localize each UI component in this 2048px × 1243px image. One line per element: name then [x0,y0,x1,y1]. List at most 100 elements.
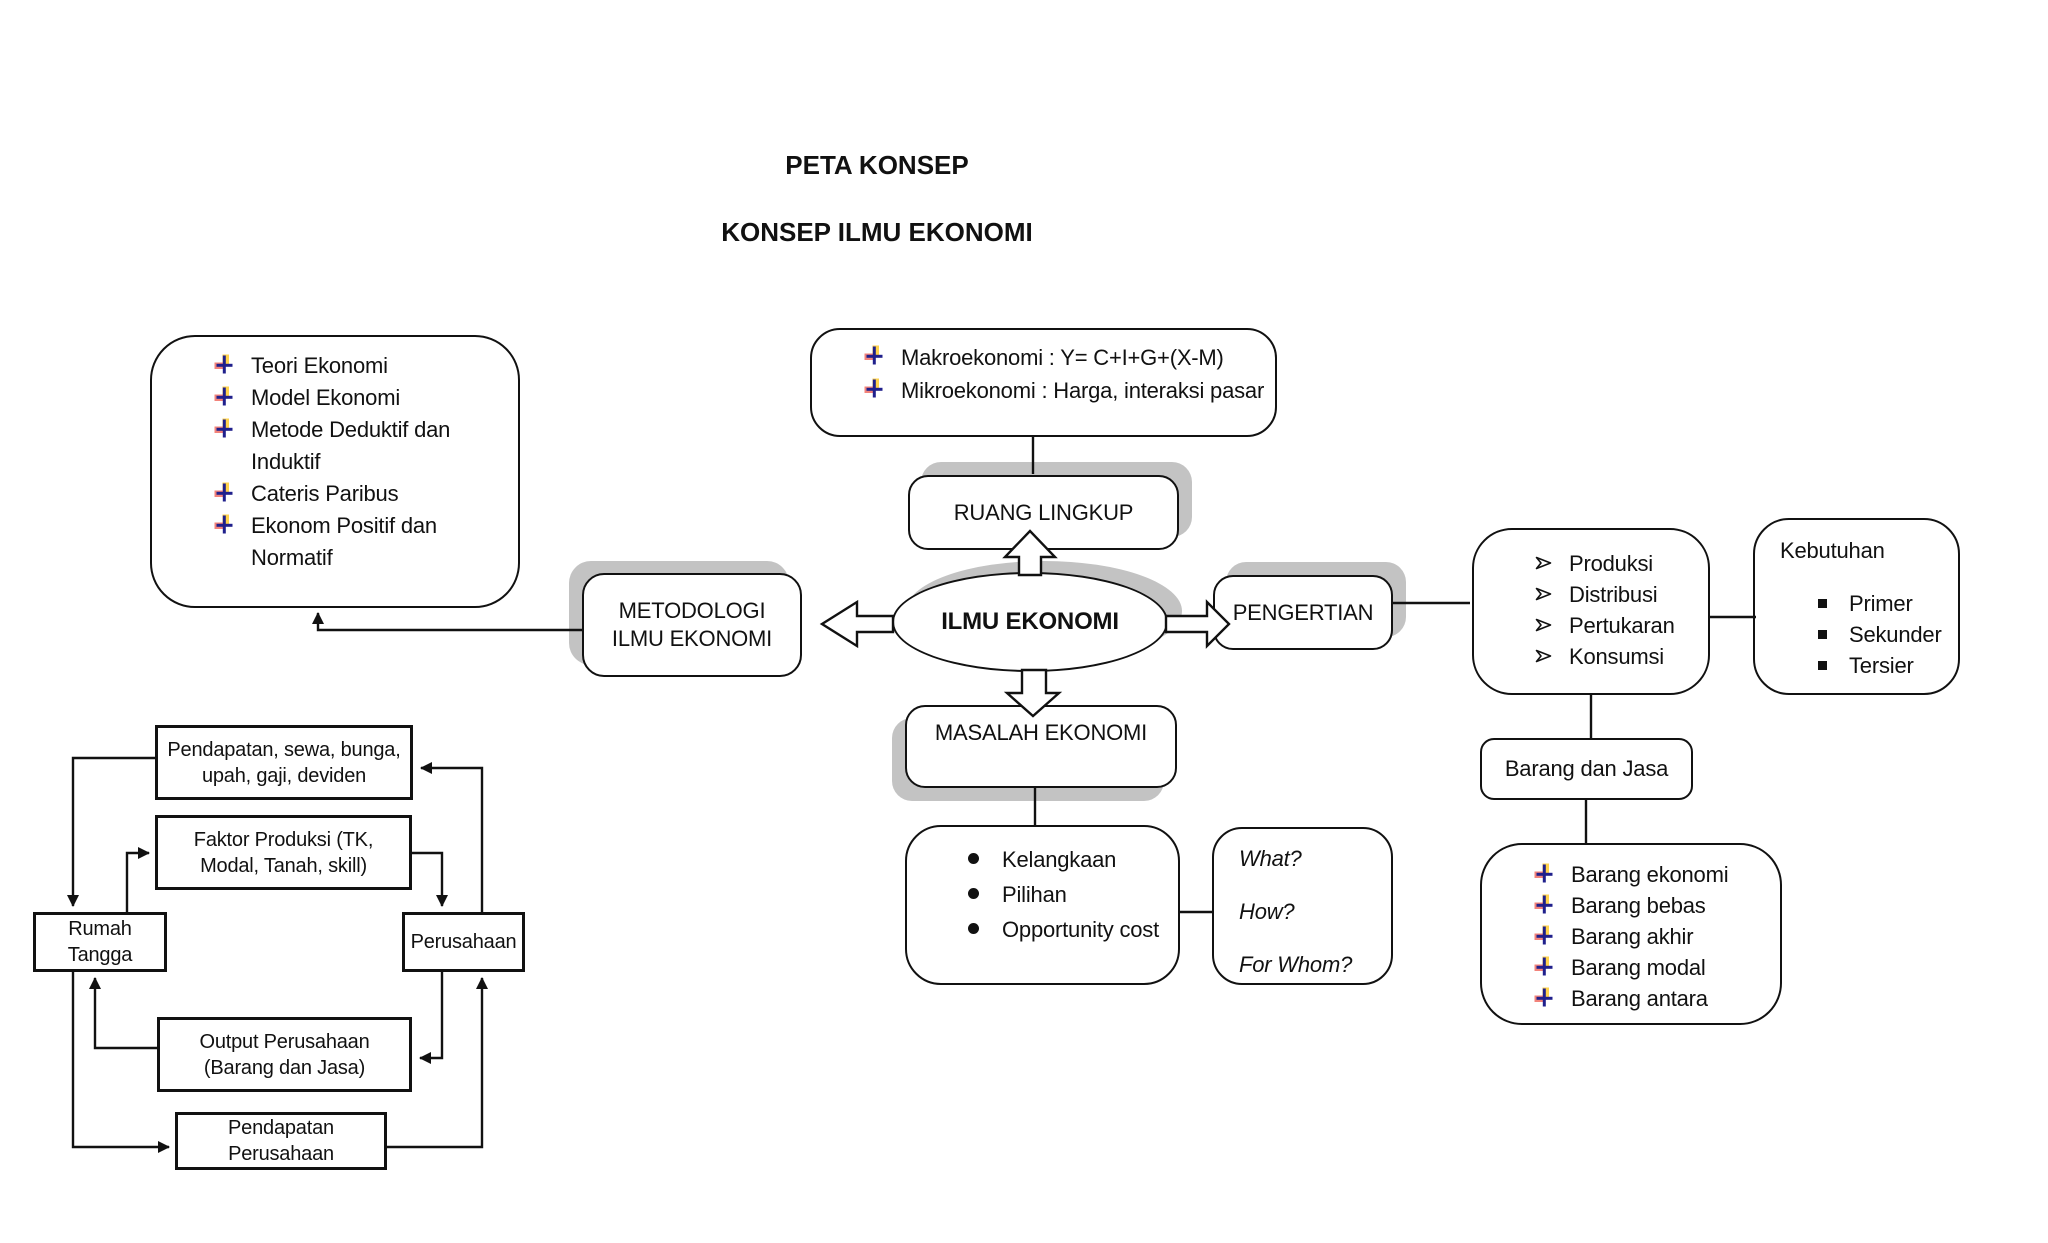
list-item-label: Opportunity cost [1002,917,1159,942]
list-item-label: Cateris Paribus [251,481,399,506]
list-item: Makroekonomi : Y= C+I+G+(X-M) [864,341,1269,374]
questions-box: What? How? For Whom? [1212,827,1393,985]
node-pengertian: PENGERTIAN [1213,575,1393,650]
list-item: Cateris Paribus [214,478,510,510]
list-item-label: Metode Deduktif dan Induktif [251,417,451,474]
dot-bullet-icon [967,887,980,900]
node-masalah-ekonomi-label: MASALAH EKONOMI [934,720,1148,745]
list-item-label: Model Ekonomi [251,385,401,410]
list-item: Pilihan [967,877,1172,912]
list-item-label: Konsumsi [1569,644,1664,669]
list-item-label: How? [1239,899,1295,924]
list-item: Konsumsi [1534,641,1704,672]
arrow-bullet-icon [1534,584,1554,604]
arrow-bullet-icon [1534,615,1554,635]
list-item-label: Teori Ekonomi [251,353,388,378]
list-item-label: For Whom? [1239,952,1353,977]
page-subtitle: KONSEP ILMU EKONOMI [721,217,1033,247]
arrow-faktor-to-perusahaan [412,851,448,907]
plus-bullet-icon [1534,894,1555,915]
node-ruang-lingkup: RUANG LINGKUP [908,475,1179,550]
plus-bullet-icon [214,354,235,375]
dot-bullet-icon [967,852,980,865]
list-item: Teori Ekonomi [214,350,510,382]
plus-bullet-icon [864,345,885,366]
flow-faktor-produksi-label: Faktor Produksi (TK, Modal, Tanah, skill… [193,828,374,877]
arrow-bullet-icon [1534,553,1554,573]
list-item: What? [1239,832,1389,885]
list-item: Kelangkaan [967,842,1172,877]
flow-perusahaan-label: Perusahaan [410,931,517,953]
block-arrow-left [819,599,895,649]
list-item: How? [1239,885,1389,938]
list-item: Tersier [1817,650,1957,681]
list-item-label: Barang bebas [1571,893,1706,918]
arrow-perusahaan-to-output [419,972,444,1064]
arrow-output-to-rumah-tangga [89,977,157,1050]
flow-pendapatan-box: Pendapatan, sewa, bunga, upah, gaji, dev… [155,725,413,800]
list-item: Mikroekonomi : Harga, interaksi pasar [864,374,1269,407]
list-item-label: Pilihan [1002,882,1067,907]
list-item-label: What? [1239,846,1302,871]
plus-bullet-icon [214,482,235,503]
list-item-label: Barang akhir [1571,924,1694,949]
arrow-perusahaan-to-pendapatan [420,762,484,912]
list-item: Sekunder [1817,619,1957,650]
node-masalah-ekonomi: MASALAH EKONOMI [905,705,1177,788]
arrow-pendapatan-to-rumah-tangga [67,756,155,907]
square-bullet-icon [1817,598,1828,609]
barang-dan-jasa-label: Barang dan Jasa [1504,756,1669,781]
list-item: Pertukaran [1534,610,1704,641]
flow-pendapatan-perusahaan-label: Pendapatan Perusahaan [228,1117,334,1165]
square-bullet-icon [1817,629,1828,640]
list-item-label: Ekonom Positif dan Normatif [251,513,437,570]
list-item: Barang modal [1534,952,1774,983]
list-item-label: Tersier [1849,653,1914,678]
flow-perusahaan-box: Perusahaan [402,912,525,972]
plus-bullet-icon [214,386,235,407]
list-item: Distribusi [1534,579,1704,610]
node-pengertian-label: PENGERTIAN [1232,599,1374,625]
ruang-lingkup-detail-list: Makroekonomi : Y= C+I+G+(X-M) Mikroekonom… [864,341,1269,407]
plus-bullet-icon [864,378,885,399]
list-item-label: Mikroekonomi : Harga, interaksi pasar [901,378,1265,403]
plus-bullet-icon [214,418,235,439]
list-item-label: Pertukaran [1569,613,1675,638]
plus-bullet-icon [1534,863,1555,884]
list-item-label: Barang modal [1571,955,1706,980]
node-ilmu-ekonomi-label: ILMU EKONOMI [941,608,1119,635]
list-item: Metode Deduktif dan Induktif [214,414,510,478]
flow-output-perusahaan-label: Output Perusahaan (Barang dan Jasa) [199,1030,370,1079]
list-item-label: Primer [1849,591,1913,616]
list-item-label: Barang ekonomi [1571,862,1729,887]
arrow-bullet-icon [1534,646,1554,666]
list-item-label: Produksi [1569,551,1653,576]
list-item: For Whom? [1239,938,1389,991]
questions-list: What? How? For Whom? [1239,832,1389,991]
list-item: Primer [1817,588,1957,619]
dot-bullet-icon [967,922,980,935]
list-item: Ekonom Positif dan Normatif [214,510,510,574]
arrow-metodologi-to-details [312,612,582,632]
node-ruang-lingkup-label: RUANG LINGKUP [953,499,1134,525]
plus-bullet-icon [214,514,235,535]
square-bullet-icon [1817,660,1828,671]
node-metodologi: METODOLOGI ILMU EKONOMI [582,573,802,677]
page-title: PETA KONSEP [785,150,969,180]
flow-pendapatan-label: Pendapatan, sewa, bunga, upah, gaji, dev… [167,738,401,787]
list-item: Produksi [1534,548,1704,579]
flow-faktor-produksi-box: Faktor Produksi (TK, Modal, Tanah, skill… [155,815,412,890]
flow-rumah-tangga-box: Rumah Tangga [33,912,167,972]
arrow-rumah-tangga-to-pendapatan-perusahaan [71,972,170,1153]
flow-pendapatan-perusahaan-box: Pendapatan Perusahaan [175,1112,387,1170]
list-item: Barang akhir [1534,921,1774,952]
